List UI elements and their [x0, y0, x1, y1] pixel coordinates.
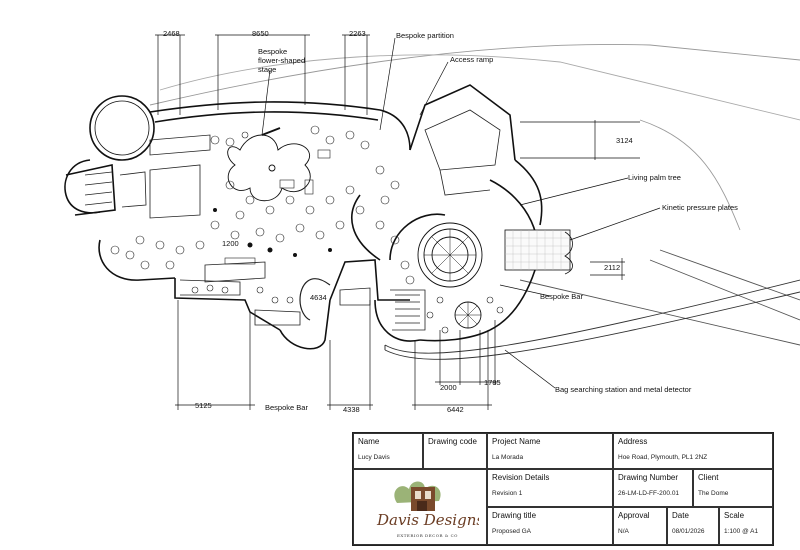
davis-designs-logo: Davis Designs EXTERIOR DECOR & CO	[376, 481, 479, 538]
column-dots	[213, 208, 332, 257]
logo-subtitle: EXTERIOR DECOR & CO	[397, 533, 458, 538]
label-bespoke-bar-left: Bespoke Bar	[265, 403, 308, 412]
approval-value: N/A	[618, 528, 629, 535]
dim-4634: 4634	[310, 293, 327, 302]
cell-drawing-number: Drawing Number 26-LM-LD-FF-200.01	[613, 469, 693, 507]
label-kinetic-pressure-plates: Kinetic pressure plates	[662, 203, 738, 212]
cell-name: Name Lucy Davis	[353, 433, 423, 469]
dim-6442: 6442	[447, 405, 464, 414]
dim-2112: 2112	[604, 263, 620, 272]
drawing-number-heading: Drawing Number	[618, 473, 679, 482]
dim-4338: 4338	[343, 405, 360, 414]
dim-8650: 8650	[252, 29, 269, 38]
dim-1200: 1200	[222, 239, 239, 248]
cell-project-name: Project Name La Morada	[487, 433, 613, 469]
client-value: The Dome	[698, 490, 729, 497]
label-access-ramp: Access ramp	[450, 55, 493, 64]
internal-walls	[84, 109, 501, 331]
dimension-lines	[155, 34, 640, 410]
date-value: 08/01/2026	[672, 528, 705, 535]
cell-date: Date 08/01/2026	[667, 507, 719, 545]
label-stage-line-2: flower-shaped	[258, 56, 305, 65]
cell-approval: Approval N/A	[613, 507, 667, 545]
label-bespoke-bar-right: Bespoke Bar	[540, 292, 583, 301]
approval-heading: Approval	[618, 511, 650, 520]
cell-scale: Scale 1:100 @ A1	[719, 507, 773, 545]
project-name-heading: Project Name	[492, 437, 541, 446]
label-security-station: Bag searching station and metal detector	[555, 385, 692, 394]
label-living-palm-tree: Living palm tree	[628, 173, 681, 182]
dim-2263: 2263	[349, 29, 366, 38]
title-block: Name Lucy Davis Drawing code Project Nam…	[352, 432, 774, 546]
project-name-value: La Morada	[492, 454, 524, 461]
label-stage-line-3: stage	[258, 65, 276, 74]
name-heading: Name	[358, 437, 380, 446]
kinetic-plates-area	[504, 229, 573, 275]
circular-bar	[417, 222, 483, 329]
dim-2000: 2000	[440, 383, 457, 392]
furniture	[110, 125, 504, 334]
drawing-title-heading: Drawing title	[492, 511, 537, 520]
drawing-number-value: 26-LM-LD-FF-200.01	[618, 490, 680, 497]
address-heading: Address	[618, 437, 648, 446]
dim-1785: 1785	[484, 378, 501, 387]
flower-stage	[227, 127, 311, 202]
dim-3124: 3124	[616, 136, 633, 145]
scale-value: 1:100 @ A1	[724, 528, 759, 535]
floor-plan: 2468 8650 2263 3124 2112 1200 4634 5125 …	[64, 29, 800, 414]
cell-revision: Revision Details Revision 1	[487, 469, 613, 507]
revision-value: Revision 1	[492, 490, 523, 497]
building-outline	[64, 84, 543, 350]
cell-drawing-code: Drawing code	[423, 433, 487, 469]
leader-lines	[261, 37, 661, 389]
label-stage-line-1: Bespoke	[258, 47, 287, 56]
site-boundary-lines	[149, 44, 800, 360]
date-heading: Date	[672, 511, 689, 520]
drawing-code-heading: Drawing code	[428, 437, 477, 446]
scale-heading: Scale	[724, 511, 745, 520]
address-value: Hoe Road, Plymouth, PL1 2NZ	[618, 454, 708, 461]
logo-text: Davis Designs	[376, 511, 479, 529]
dim-2468: 2468	[163, 29, 180, 38]
revision-heading: Revision Details	[492, 473, 550, 482]
name-value: Lucy Davis	[358, 454, 390, 461]
dim-5125: 5125	[195, 401, 212, 410]
client-heading: Client	[698, 473, 719, 482]
cell-client: Client The Dome	[693, 469, 773, 507]
drawing-title-value: Proposed GA	[492, 528, 532, 535]
cell-logo	[353, 469, 487, 545]
cell-address: Address Hoe Road, Plymouth, PL1 2NZ	[613, 433, 773, 469]
label-bespoke-partition: Bespoke partition	[396, 31, 454, 40]
cell-drawing-title: Drawing title Proposed GA	[487, 507, 613, 545]
